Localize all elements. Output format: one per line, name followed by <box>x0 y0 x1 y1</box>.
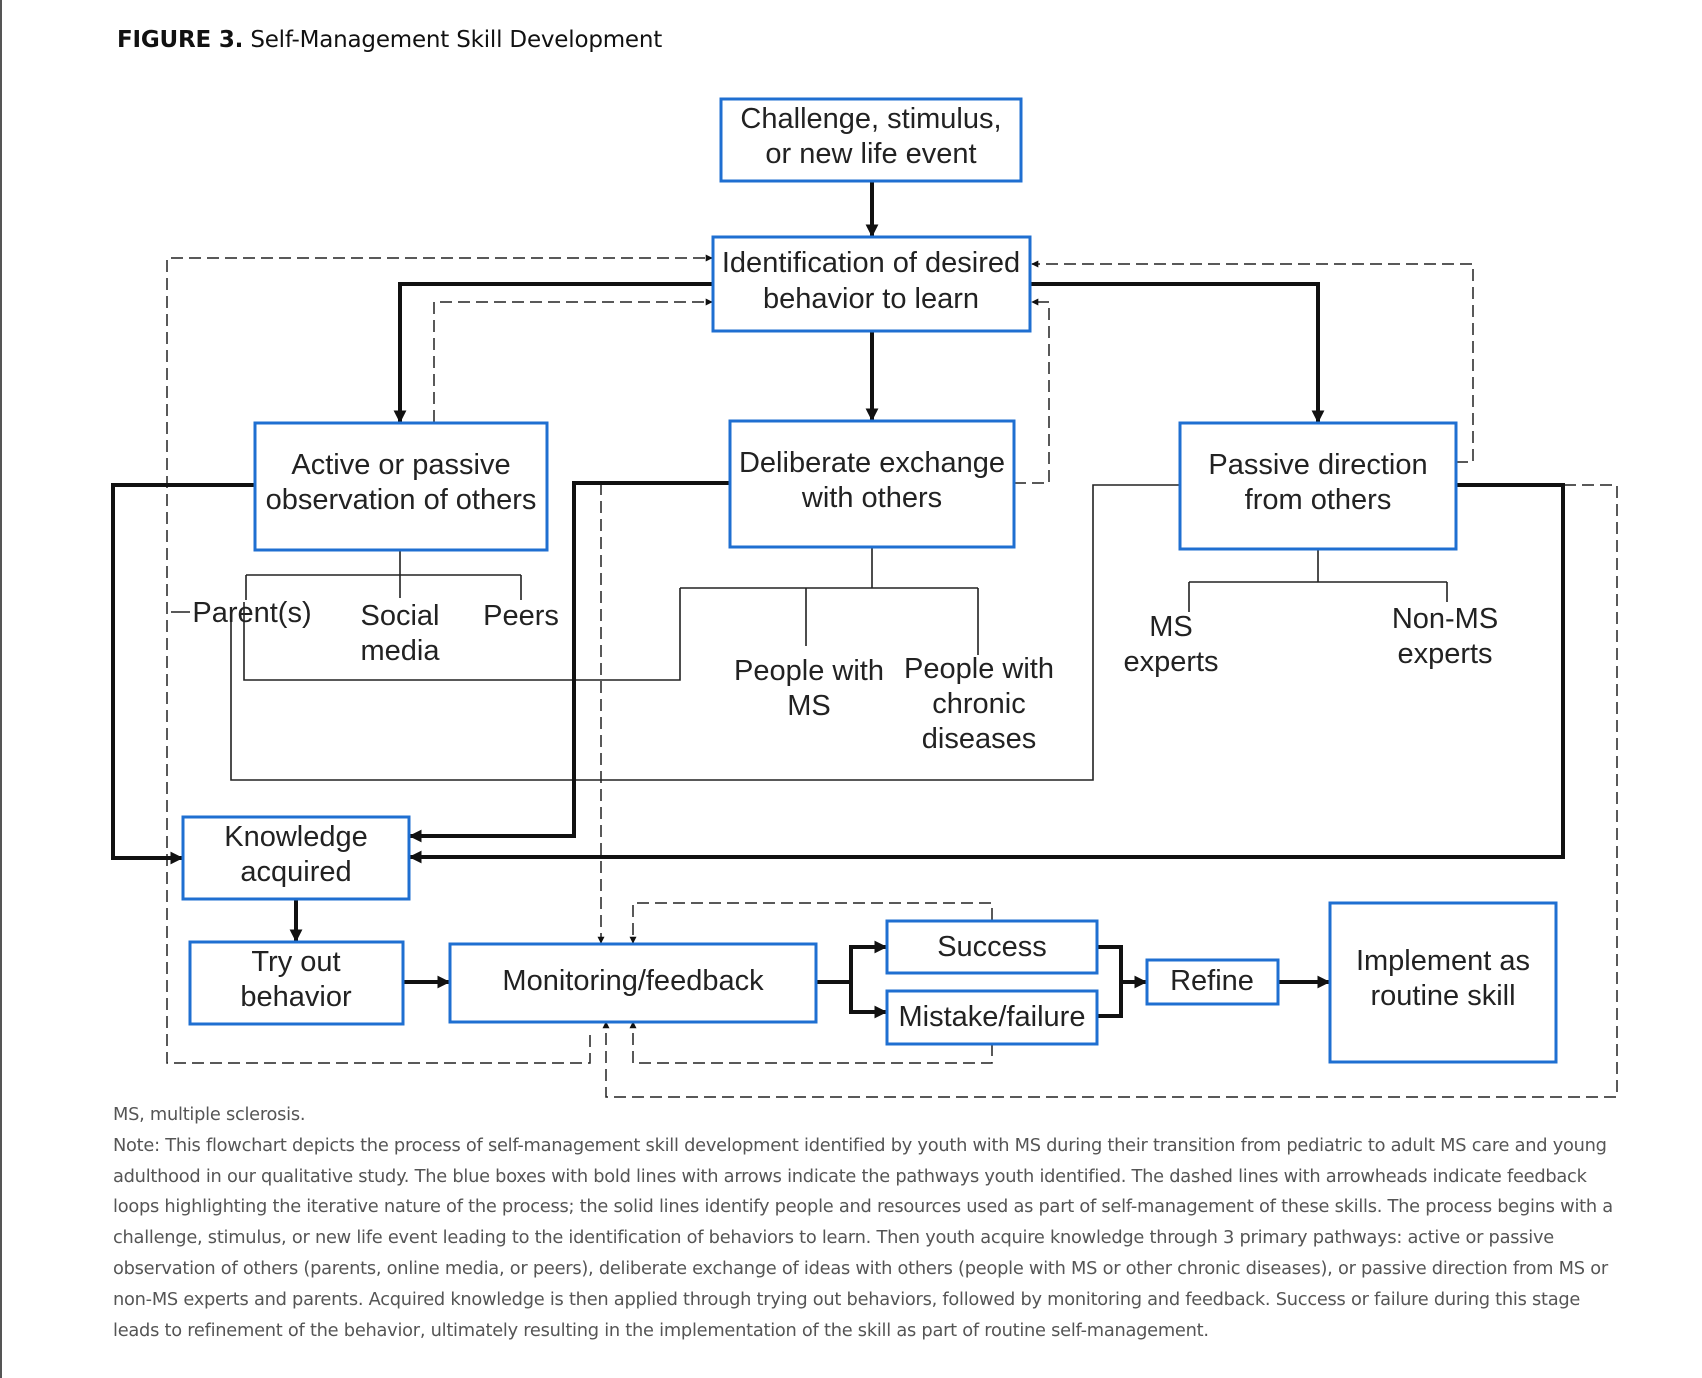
box-mistake: Mistake/failure <box>885 989 1099 1046</box>
resource-lines <box>171 484 1448 781</box>
box-line: Knowledge <box>224 821 368 853</box>
svg-text:Mistake/failure: Mistake/failure <box>899 1001 1086 1033</box>
arrow-identification-to-passive <box>1030 282 1325 424</box>
box-line: acquired <box>240 856 351 888</box>
box-line: with others <box>801 482 942 514</box>
figure-title-text: Self-Management Skill Development <box>250 27 663 53</box>
flowchart: Challenge, stimulus,or new life event Id… <box>111 97 1618 1098</box>
box-monitoring: Monitoring/feedback <box>448 942 818 1024</box>
box-line: Identification of desired <box>722 247 1020 279</box>
caption-abbreviation: MS, multiple sclerosis. <box>113 1104 306 1125</box>
box-line: Monitoring/feedback <box>502 965 764 997</box>
line-deliberate-to-parents <box>243 588 681 681</box>
box-line: Challenge, stimulus, <box>740 103 1001 135</box>
loop-passive-to-monitoring <box>602 484 1618 1098</box>
loop-deliberate-to-identification <box>1014 298 1050 484</box>
figure-title: FIGURE 3. Self-Management Skill Developm… <box>117 27 662 53</box>
box-line: behavior <box>240 981 352 1013</box>
box-line: Deliberate exchange <box>739 447 1005 479</box>
caption-note: Note: This flowchart depicts the process… <box>113 1134 1613 1341</box>
process-boxes: Challenge, stimulus,or new life event Id… <box>181 97 1558 1064</box>
arrow-monitoring-to-mistake <box>849 982 888 1019</box>
source-parents: Parent(s) <box>192 597 311 629</box>
box-line: Try out <box>251 946 340 978</box>
box-line: routine skill <box>1370 980 1515 1012</box>
loop-mistake-to-monitoring <box>629 1021 993 1064</box>
arrow-monitoring-to-success <box>816 940 888 984</box>
svg-text:Challenge, stimulus,or new lif: Challenge, stimulus,or new life event <box>740 103 1001 170</box>
box-line: Passive direction <box>1208 449 1427 481</box>
source-peers: Peers <box>483 600 559 632</box>
svg-text:Monitoring/feedback: Monitoring/feedback <box>502 965 764 997</box>
line-passive-to-parents <box>230 484 1180 781</box>
box-refine: Refine <box>1145 958 1280 1006</box>
loop-passive-to-identification <box>1031 260 1474 463</box>
figure-caption: MS, multiple sclerosis. Note: This flowc… <box>113 1100 1613 1346</box>
box-line: behavior to learn <box>763 283 979 315</box>
box-identification: Identification of desired behavior to lea… <box>711 235 1032 333</box>
arrow-observation-to-knowledge <box>111 483 255 865</box>
box-line: Mistake/failure <box>899 1001 1086 1033</box>
box-line: observation of others <box>266 484 537 516</box>
svg-text:Success: Success <box>937 931 1047 963</box>
pathways <box>111 182 1565 1019</box>
loop-success-to-monitoring <box>629 902 993 944</box>
box-line: Implement as <box>1356 945 1530 977</box>
arrow-identification-to-observation <box>393 282 713 424</box>
svg-text:Refine: Refine <box>1170 965 1254 997</box>
line-observation-to-sources <box>245 547 522 600</box>
figure-label: FIGURE 3. <box>117 27 244 53</box>
line-passive-to-sources <box>1188 550 1448 612</box>
arrow-outcomes-to-refine <box>1098 945 1146 1018</box>
box-challenge: Challenge, stimulus,or new life event <box>719 97 1023 183</box>
loop-outer-left <box>166 254 713 1064</box>
loop-observation-to-identification <box>433 298 713 422</box>
box-line: from others <box>1245 484 1392 516</box>
page-left-border <box>0 0 2 1378</box>
feedback-loops <box>166 254 1618 1098</box>
box-line: Active or passive <box>291 449 510 481</box>
arrow-passive-to-knowledge <box>408 483 1565 864</box>
arrow-deliberate-to-knowledge <box>408 481 730 843</box>
box-line: or new life event <box>765 138 976 170</box>
line-deliberate-to-sources <box>680 547 979 655</box>
box-line: Refine <box>1170 965 1254 997</box>
box-line: Success <box>937 931 1047 963</box>
box-success: Success <box>885 919 1099 975</box>
